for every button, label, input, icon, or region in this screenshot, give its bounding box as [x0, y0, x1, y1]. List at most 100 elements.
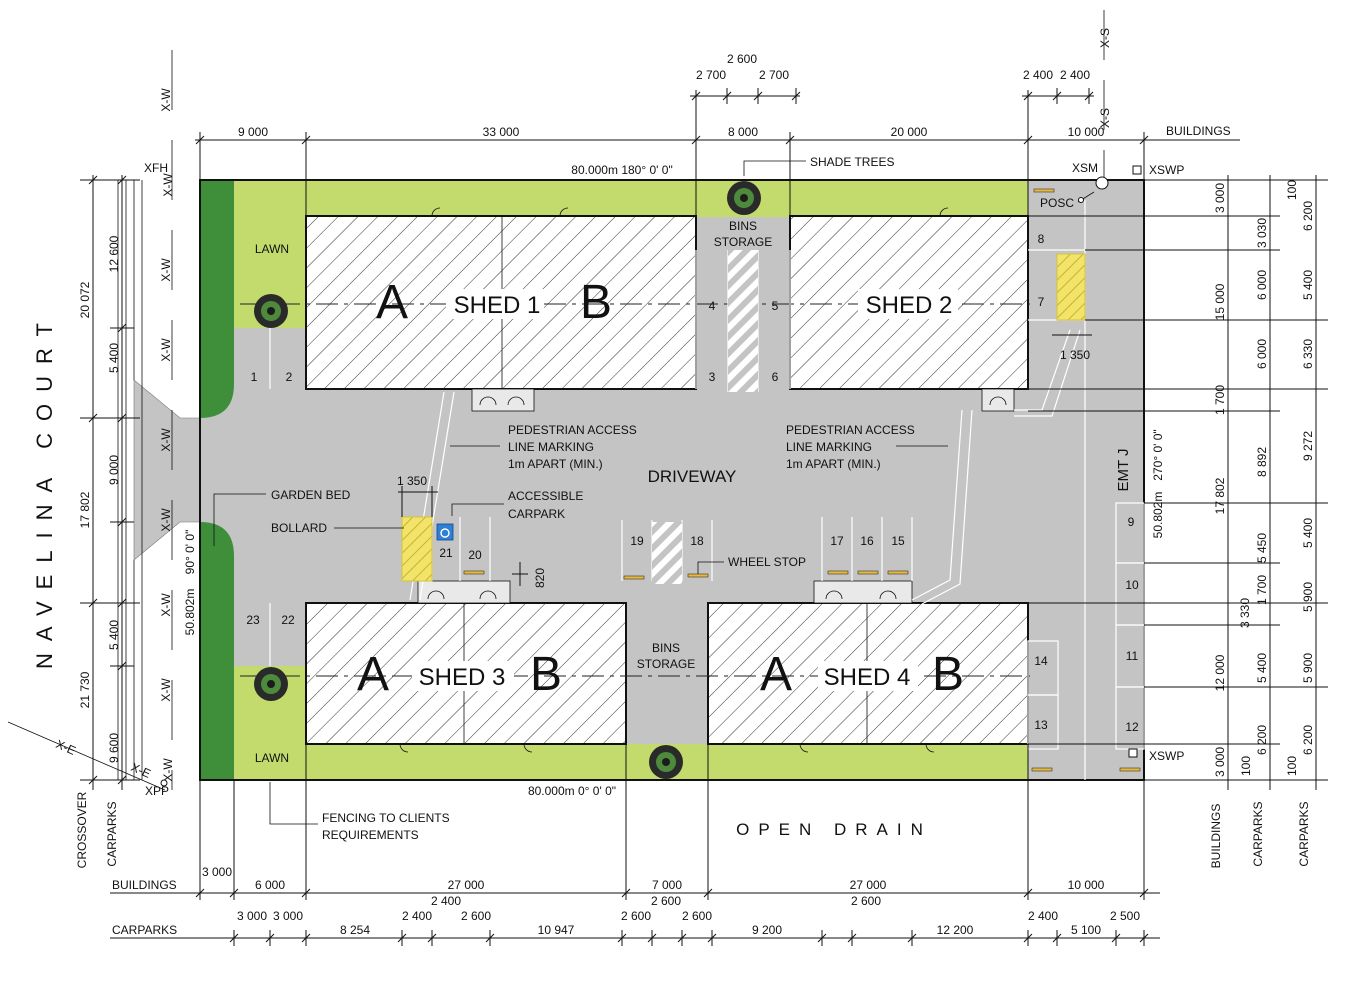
svg-text:11: 11	[1126, 649, 1139, 663]
svg-text:X-E: X-E	[54, 737, 78, 758]
svg-text:9 200: 9 200	[752, 923, 782, 937]
svg-text:X-S: X-S	[1098, 28, 1112, 48]
svg-text:2: 2	[286, 370, 293, 384]
svg-text:LINE MARKING: LINE MARKING	[508, 440, 594, 454]
svg-text:9 000: 9 000	[238, 125, 268, 139]
bins-storage-top-2: STORAGE	[714, 235, 772, 249]
svg-text:CARPARKS: CARPARKS	[1251, 801, 1265, 866]
driveway-label: DRIVEWAY	[648, 467, 737, 486]
dim-misc: 1 350 1 350 820	[397, 334, 1092, 588]
svg-text:5 900: 5 900	[1301, 653, 1315, 683]
bins-storage-top-1: BINS	[729, 219, 757, 233]
svg-text:X-W: X-W	[159, 338, 173, 362]
svg-text:2 600: 2 600	[682, 909, 712, 923]
svg-text:3 030: 3 030	[1255, 218, 1269, 248]
svg-text:3 000: 3 000	[202, 865, 232, 879]
road-name: NAVELINA COURT	[32, 311, 57, 669]
site-boundary	[199, 179, 1145, 781]
svg-text:12: 12	[1125, 720, 1139, 734]
svg-text:PEDESTRIAN ACCESS: PEDESTRIAN ACCESS	[508, 423, 637, 437]
svg-text:2 400: 2 400	[402, 909, 432, 923]
svg-text:100: 100	[1285, 180, 1299, 200]
svg-text:100: 100	[1239, 756, 1253, 776]
svg-text:SHADE TREES: SHADE TREES	[810, 155, 894, 169]
shed-3-unit-a: A	[357, 648, 389, 701]
bearing-top: 80.000m 180° 0' 0"	[571, 163, 672, 177]
svg-text:2 500: 2 500	[1110, 909, 1140, 923]
svg-text:27 000: 27 000	[850, 878, 887, 892]
svg-text:9: 9	[1128, 515, 1135, 529]
svg-text:XPP: XPP	[145, 784, 169, 798]
svg-text:WHEEL STOP: WHEEL STOP	[728, 555, 806, 569]
svg-text:3 000: 3 000	[1213, 747, 1227, 777]
dim-bottom-carparks: 3 000 3 000 8 254 2 400 2 600 10 947 2 6…	[110, 894, 1160, 946]
shed-3-label: SHED 3	[419, 664, 506, 691]
svg-text:7: 7	[1038, 295, 1045, 309]
svg-text:3 000: 3 000	[273, 909, 303, 923]
svg-text:2 600: 2 600	[851, 894, 881, 908]
wheel-stops	[463, 188, 1141, 772]
svg-text:12 600: 12 600	[107, 235, 121, 272]
bins-storage-bottom-2: STORAGE	[637, 657, 695, 671]
svg-text:5 450: 5 450	[1255, 533, 1269, 563]
svg-text:1m APART (MIN.): 1m APART (MIN.)	[508, 457, 603, 471]
callout-garden-bed: GARDEN BED	[213, 488, 351, 546]
svg-text:2 400: 2 400	[431, 894, 461, 908]
svg-text:20: 20	[468, 548, 482, 562]
svg-text:X-W: X-W	[159, 678, 173, 702]
svg-text:820: 820	[533, 568, 547, 588]
svg-text:13: 13	[1034, 718, 1048, 732]
dim-bottom-buildings: 3 000 6 000 27 000 7 000 27 000 10 000 B…	[110, 744, 1160, 900]
svg-text:14: 14	[1034, 654, 1048, 668]
emt-label: EMT J	[1115, 448, 1132, 491]
lawn-top-strip	[200, 180, 1028, 217]
svg-text:9 272: 9 272	[1301, 431, 1315, 461]
svg-text:21 730: 21 730	[78, 671, 92, 708]
svg-text:17: 17	[830, 534, 844, 548]
dim-top: 9 000 33 000 8 000 20 000 10 000 BUILDIN…	[195, 52, 1240, 216]
shed-1-unit-b: B	[580, 276, 612, 329]
svg-text:17 802: 17 802	[1213, 477, 1227, 514]
svg-text:8 892: 8 892	[1255, 447, 1269, 477]
svg-text:3 000: 3 000	[1213, 183, 1227, 213]
svg-text:2 700: 2 700	[696, 68, 726, 82]
callout-pedestrian-left: PEDESTRIAN ACCESS LINE MARKING 1m APART …	[450, 423, 637, 471]
svg-text:7 000: 7 000	[652, 878, 682, 892]
svg-text:19: 19	[630, 534, 644, 548]
svg-text:X-W: X-W	[161, 758, 175, 782]
svg-text:GARDEN BED: GARDEN BED	[271, 488, 351, 502]
svg-text:X-W: X-W	[159, 258, 173, 282]
svg-text:10 000: 10 000	[1068, 878, 1105, 892]
svg-text:6 200: 6 200	[1255, 725, 1269, 755]
shed-2-label: SHED 2	[866, 292, 953, 319]
dim-right: 3 000 15 000 1 700 17 802 3 330 12 000 3…	[1028, 175, 1328, 868]
lawn-label-top: LAWN	[255, 242, 289, 256]
shed-3-unit-b: B	[530, 648, 562, 701]
svg-text:BUILDINGS: BUILDINGS	[112, 878, 177, 892]
bearing-right-2: 50.802m	[1151, 492, 1165, 539]
svg-text:22: 22	[281, 613, 295, 627]
svg-text:2 400: 2 400	[1060, 68, 1090, 82]
svg-text:17 802: 17 802	[78, 491, 92, 528]
svg-text:5 400: 5 400	[107, 620, 121, 650]
svg-text:12 000: 12 000	[1213, 654, 1227, 691]
svg-text:5 900: 5 900	[1301, 582, 1315, 612]
dim-left: 20 072 17 802 21 730 12 600 5 400 9 000 …	[75, 175, 140, 868]
svg-text:1 350: 1 350	[397, 474, 427, 488]
shared-zone-access	[401, 516, 433, 582]
svg-text:8: 8	[1038, 232, 1045, 246]
svg-text:100: 100	[1285, 756, 1299, 776]
callout-bollard: BOLLARD	[271, 521, 404, 535]
lawn-bottom-strip	[200, 744, 1028, 780]
svg-text:10 947: 10 947	[538, 923, 575, 937]
svg-text:X-S: X-S	[1098, 108, 1112, 128]
svg-text:BUILDINGS: BUILDINGS	[1209, 804, 1223, 869]
svg-text:2 700: 2 700	[759, 68, 789, 82]
svg-text:2 600: 2 600	[727, 52, 757, 66]
svg-text:2 400: 2 400	[1028, 909, 1058, 923]
bearing-right-1: 270° 0' 0"	[1151, 429, 1165, 480]
svg-text:CROSSOVER: CROSSOVER	[75, 791, 89, 868]
shared-zone-7	[1056, 253, 1086, 321]
svg-text:6 000: 6 000	[1255, 270, 1269, 300]
